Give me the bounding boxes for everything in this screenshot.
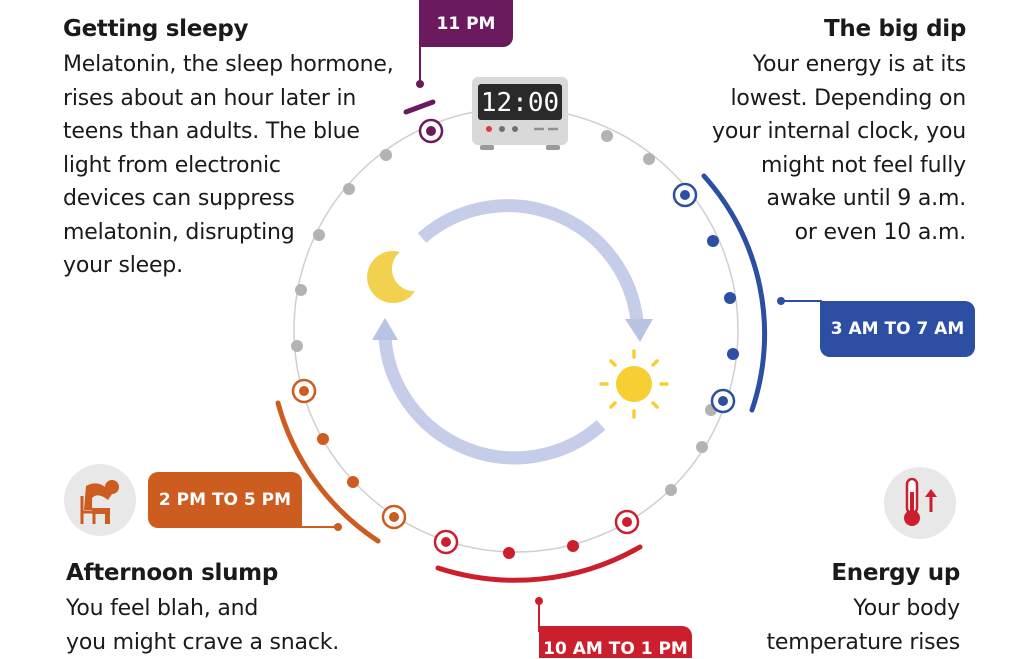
big-dip-line: or even 10 a.m. bbox=[636, 216, 966, 250]
big-dip-line: Your energy is at its bbox=[636, 48, 966, 82]
getting-sleepy-line: devices can suppress bbox=[63, 182, 403, 216]
getting-sleepy-line: rises about an hour later in bbox=[63, 82, 403, 116]
big-dip-line: your internal clock, you bbox=[636, 115, 966, 149]
ring-dot bbox=[291, 340, 303, 352]
getting-sleepy-line: light from electronic bbox=[63, 149, 403, 183]
energy-up-section: Energy up Your body temperature rises bbox=[700, 560, 960, 659]
cycle-arrow-top bbox=[422, 206, 637, 321]
afternoon-slump-section: Afternoon slump You feel blah, and you m… bbox=[66, 560, 396, 659]
getting-sleepy-line: teens than adults. The blue bbox=[63, 115, 403, 149]
big-dip-line: awake until 9 a.m. bbox=[636, 182, 966, 216]
energy-up-line: temperature rises bbox=[700, 626, 960, 659]
big-dip-line: lowest. Depending on bbox=[636, 82, 966, 116]
ring-dot bbox=[295, 284, 307, 296]
afternoon-slump-line: You feel blah, and bbox=[66, 592, 396, 626]
person-slumped-icon bbox=[64, 464, 136, 536]
sun-icon bbox=[601, 351, 667, 417]
ring-dot bbox=[696, 441, 708, 453]
clock-display: 12:00 bbox=[481, 88, 559, 118]
cycle-arrow-bottom bbox=[385, 338, 601, 458]
time-tag-11pm: 11 PM bbox=[419, 0, 513, 47]
getting-sleepy-line: Melatonin, the sleep hormone, bbox=[63, 48, 403, 82]
getting-sleepy-title: Getting sleepy bbox=[63, 16, 403, 42]
afternoon-slump-line: you might crave a snack. bbox=[66, 626, 396, 659]
ring-dot bbox=[665, 484, 677, 496]
alarm-clock-icon: 12:00 bbox=[472, 77, 568, 150]
time-tag-2pm-5pm: 2 PM TO 5 PM bbox=[148, 472, 302, 528]
energy-up-line: Your body bbox=[700, 592, 960, 626]
time-tag-10am-1pm: 10 AM TO 1 PM bbox=[539, 626, 692, 658]
getting-sleepy-line: melatonin, disrupting bbox=[63, 216, 403, 250]
getting-sleepy-section: Getting sleepy Melatonin, the sleep horm… bbox=[63, 16, 403, 283]
cycle-arrowhead-right bbox=[625, 319, 653, 342]
big-dip-line: might not feel fully bbox=[636, 149, 966, 183]
thermometer-rising-icon bbox=[884, 467, 956, 539]
getting-sleepy-line: your sleep. bbox=[63, 249, 403, 283]
big-dip-title: The big dip bbox=[636, 16, 966, 42]
energy-up-markers bbox=[435, 511, 640, 632]
time-tag-3am-7am: 3 AM TO 7 AM bbox=[820, 301, 975, 357]
cycle-arrows bbox=[372, 206, 653, 458]
energy-up-title: Energy up bbox=[700, 560, 960, 586]
cycle-arrowhead-left bbox=[372, 318, 398, 340]
afternoon-slump-title: Afternoon slump bbox=[66, 560, 396, 586]
ring-dot bbox=[601, 130, 613, 142]
big-dip-section: The big dip Your energy is at its lowest… bbox=[636, 16, 966, 249]
